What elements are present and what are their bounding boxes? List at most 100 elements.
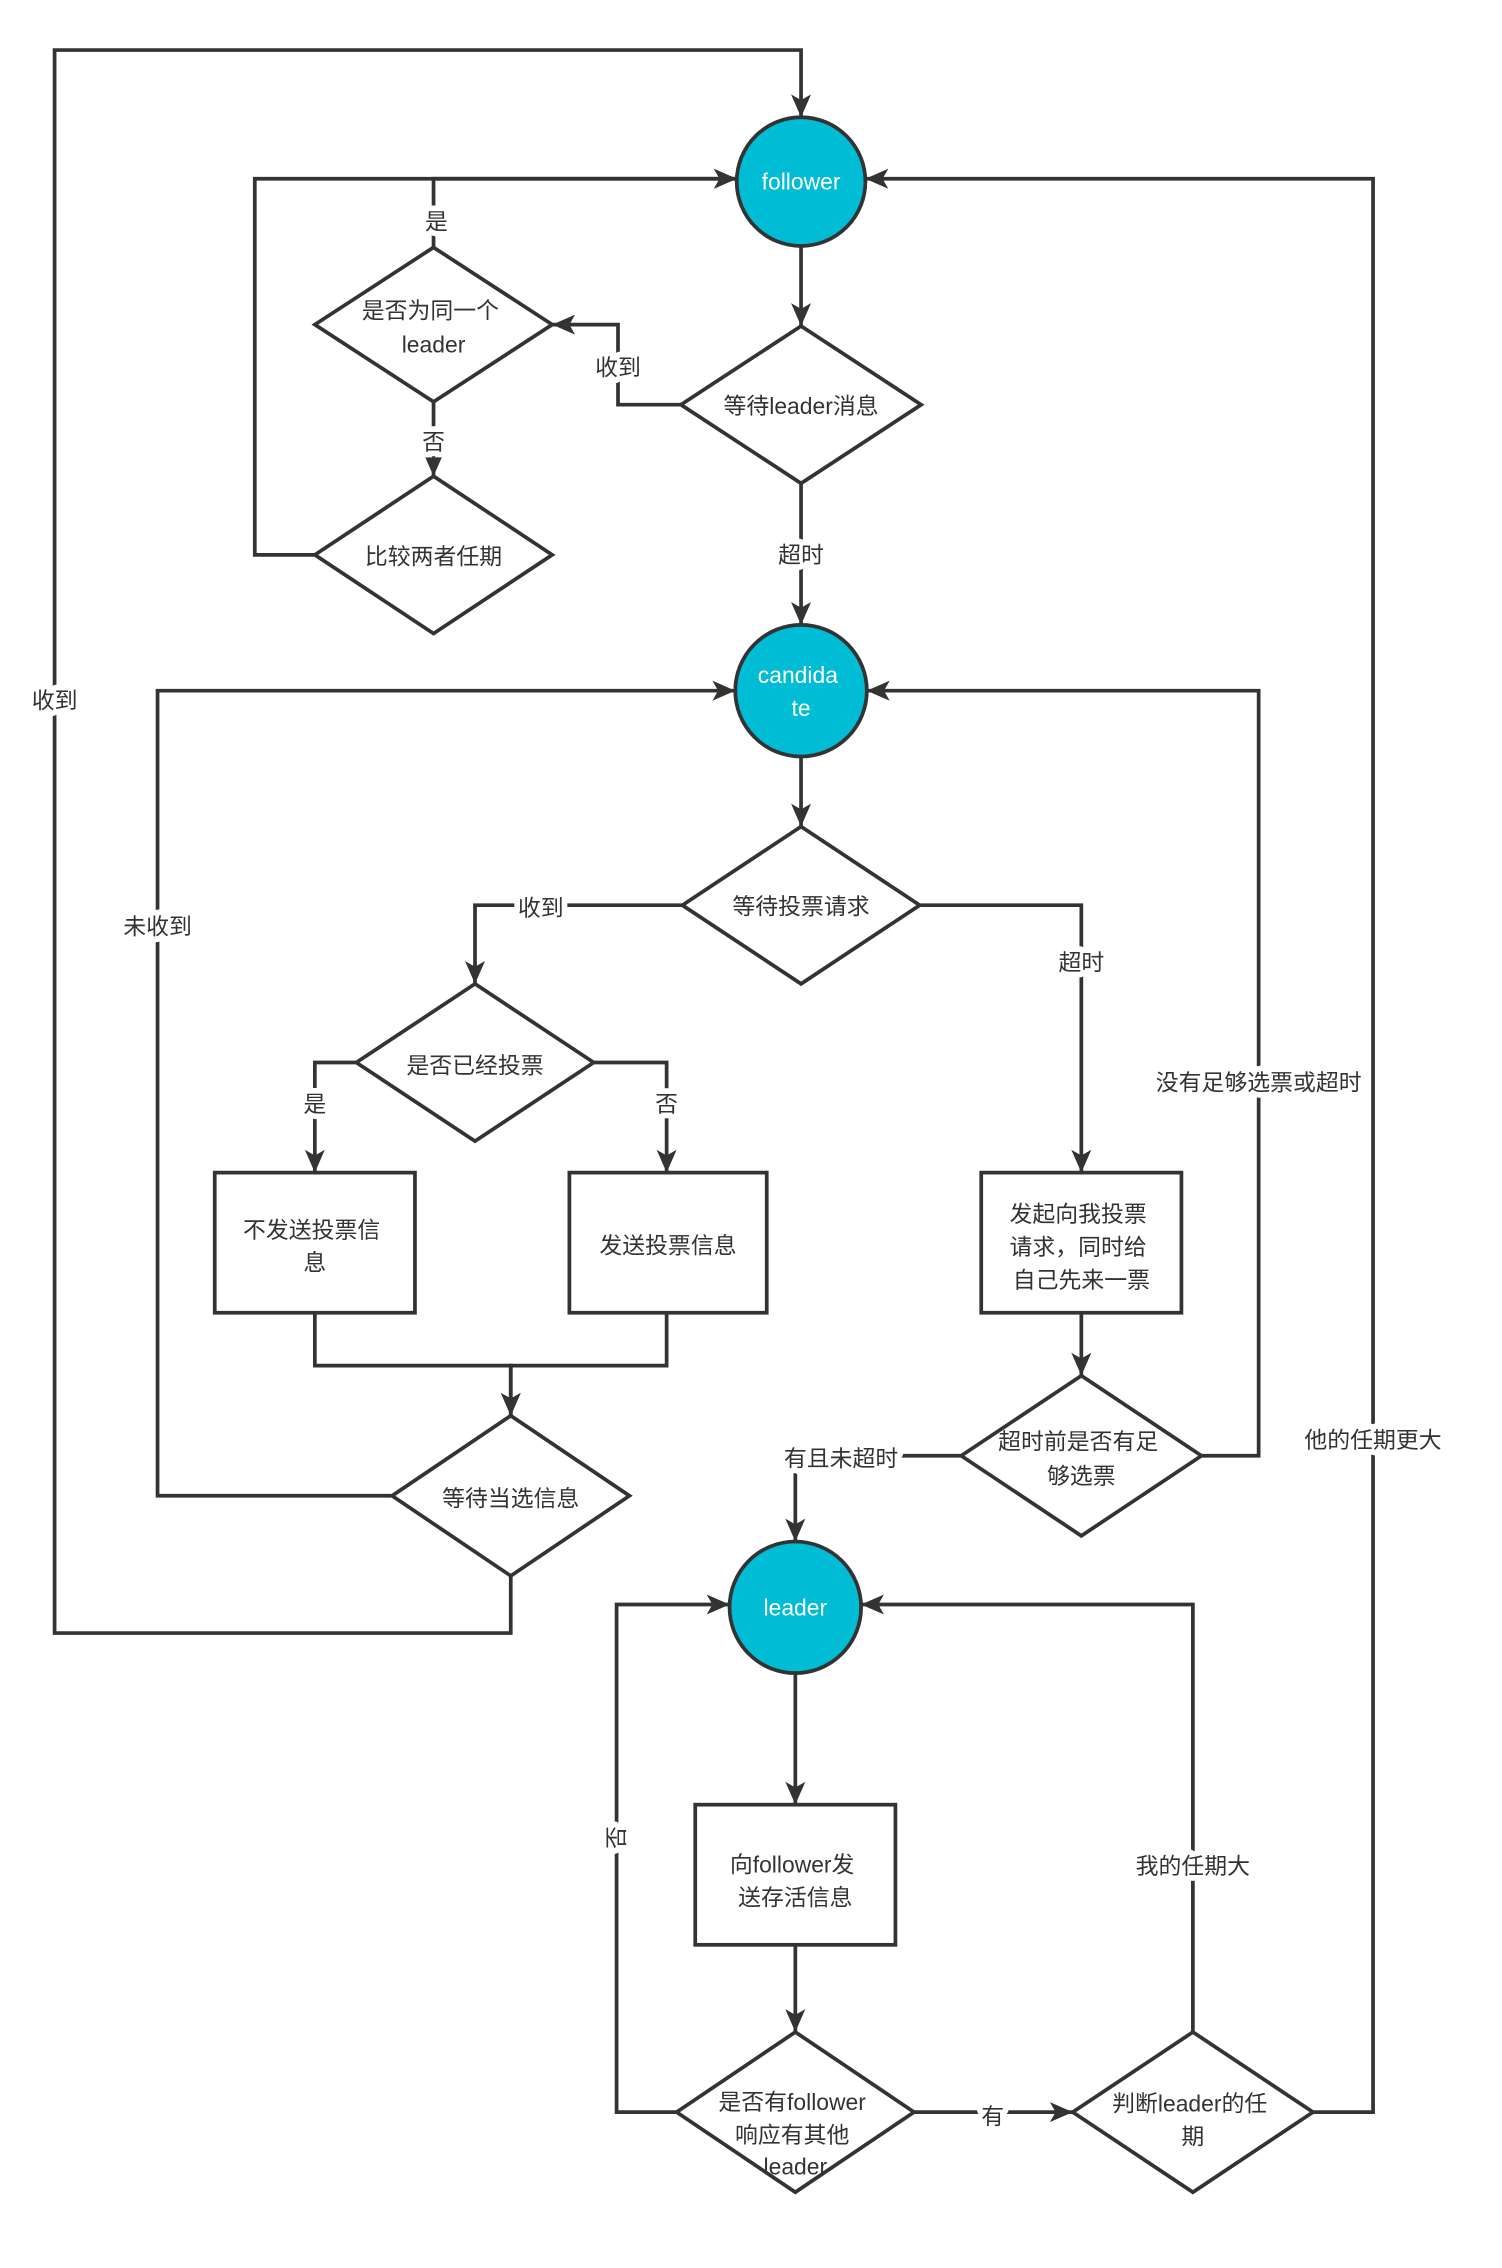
label-line: 响应有其他: [735, 2122, 850, 2148]
process-box: [567, 1170, 769, 1315]
decision-already-voted: 是否已经投票: [352, 981, 598, 1144]
label-line: leader: [402, 332, 466, 358]
decision-label: 是否为同一个 leader: [362, 297, 506, 357]
edge-label: 超时: [1058, 949, 1104, 975]
edge-enough-votes-in-time: 有且未超时: [778, 1440, 962, 1542]
edge-same-leader-yes: 是: [419, 168, 737, 248]
decision-diamond: [1069, 2029, 1317, 2195]
decision-diamond: [677, 323, 925, 486]
label-line: 发起向我投票: [1010, 1201, 1147, 1227]
edge-election-not-received: 未收到: [118, 680, 736, 1498]
edge-already-voted-no: 否: [593, 1060, 684, 1173]
edge-line: [155, 680, 736, 1498]
process-box: [212, 1170, 417, 1315]
state-label: candida te: [758, 662, 845, 721]
edge-line: [861, 1594, 1195, 2033]
edge-other-leader-found: 有: [914, 2098, 1073, 2135]
decision-judge-leader-term: 判断leader的任 期: [1069, 2029, 1317, 2195]
decision-same-leader: 是否为同一个 leader: [311, 245, 556, 405]
decision-diamond: [957, 1373, 1205, 1539]
edge-line: [52, 48, 812, 1635]
decision-diamond: [311, 245, 556, 405]
label-line: 向follower发: [730, 1852, 855, 1878]
label-line: 自己先来一票: [1013, 1267, 1150, 1293]
edge-other-term-larger: 他的任期更大: [865, 168, 1447, 2114]
decision-follower-response: 是否有follower 响应有其他 leader: [673, 2029, 918, 2195]
state-follower: follower: [734, 115, 868, 248]
decision-label: 是否已经投票: [406, 1052, 543, 1078]
edge-election-received-to-follower: 收到: [26, 48, 812, 1635]
process-box: [979, 1170, 1184, 1315]
state-label: follower: [762, 169, 841, 195]
process-box: [693, 1802, 898, 1947]
edge-line: [614, 1594, 730, 2114]
edge-label: 我的任期大: [1136, 1853, 1250, 1879]
edge-label: 超时: [778, 542, 824, 568]
process-label: 不发送投票信 息: [243, 1217, 387, 1276]
edge-already-voted-yes: 是: [298, 1060, 357, 1173]
edge-line: [431, 168, 737, 248]
edge-label: 未收到: [123, 914, 192, 940]
edge-label: 是: [303, 1091, 326, 1117]
edge-compare-terms-to-follower: [252, 168, 737, 557]
edge-my-term-larger: 我的任期大: [861, 1594, 1256, 2033]
decision-label: 超时前是否有足 够选票: [998, 1428, 1164, 1488]
edge-label: 有且未超时: [784, 1446, 898, 1472]
decision-compare-terms: 比较两者任期: [311, 473, 556, 636]
label-line: 是否为同一个: [362, 297, 499, 323]
decision-diamond: [352, 981, 598, 1144]
decision-wait-vote-request: 等待投票请求: [678, 824, 924, 987]
process-label: 发送投票信息: [599, 1233, 736, 1259]
edge-line: [304, 1060, 357, 1173]
decision-enough-votes: 超时前是否有足 够选票: [957, 1373, 1205, 1539]
process-label: 发起向我投票 请求，同时给 自己先来一票: [1010, 1201, 1154, 1293]
decision-label: 等待当选信息: [442, 1486, 579, 1512]
edges: 收到 收到 是 否 超时 收到: [26, 48, 1447, 2135]
edge-vote-request-received: 收到: [464, 889, 683, 984]
state-circle: [734, 115, 868, 248]
state-circle: [733, 623, 869, 759]
edge-line: [865, 168, 1375, 2114]
edge-no-send-vote-to-wait-election: [312, 1312, 521, 1416]
decision-label: 判断leader的任 期: [1112, 2091, 1273, 2150]
edge-line: [312, 1312, 521, 1416]
label-line: leader: [764, 2153, 828, 2179]
edge-line: [785, 1453, 962, 1542]
edge-label: 收到: [518, 895, 564, 921]
edge-not-enough-votes: 没有足够选票或超时: [866, 680, 1367, 1458]
decision-label: 等待leader消息: [724, 393, 879, 419]
edge-vote-request-timeout: 超时: [919, 903, 1110, 1173]
decision-diamond: [311, 473, 556, 636]
decision-label: 是否有follower 响应有其他 leader: [718, 2089, 872, 2179]
label-line: te: [792, 695, 811, 721]
edge-label: 否: [422, 429, 445, 455]
decision-label: 等待投票请求: [732, 894, 869, 920]
decision-diamond: [673, 2029, 918, 2195]
label-line: 不发送投票信: [243, 1217, 380, 1243]
label-line: 够选票: [1047, 1463, 1116, 1489]
edge-line: [464, 903, 683, 984]
state-leader: leader: [727, 1539, 863, 1675]
edge-line: [500, 1312, 669, 1416]
process-label: 向follower发 送存活信息: [730, 1852, 861, 1911]
state-label: leader: [764, 1594, 828, 1620]
label-line: 请求，同时给: [1010, 1234, 1147, 1260]
edge-leader-message-received: 收到: [552, 314, 681, 407]
edge-line: [593, 1060, 677, 1173]
edge-label: 有: [981, 2103, 1004, 2129]
edge-leader-message-timeout: 超时: [772, 483, 830, 625]
edge-no-other-leader: 否: [598, 1594, 730, 2114]
label-line: 是否有follower: [718, 2089, 866, 2115]
edge-send-vote-to-wait-election: [500, 1312, 669, 1416]
state-circle: [727, 1539, 863, 1675]
decision-diamond: [678, 824, 924, 987]
edge-line: [552, 314, 681, 407]
edge-same-leader-no: 否: [416, 401, 451, 477]
label-line: 超时前是否有足: [998, 1428, 1158, 1454]
edge-label: 没有足够选票或超时: [1156, 1070, 1362, 1096]
edge-label: 他的任期更大: [1304, 1427, 1441, 1453]
edge-label: 否: [604, 1826, 630, 1849]
edge-label: 是: [425, 209, 448, 235]
decision-diamond: [388, 1413, 633, 1579]
